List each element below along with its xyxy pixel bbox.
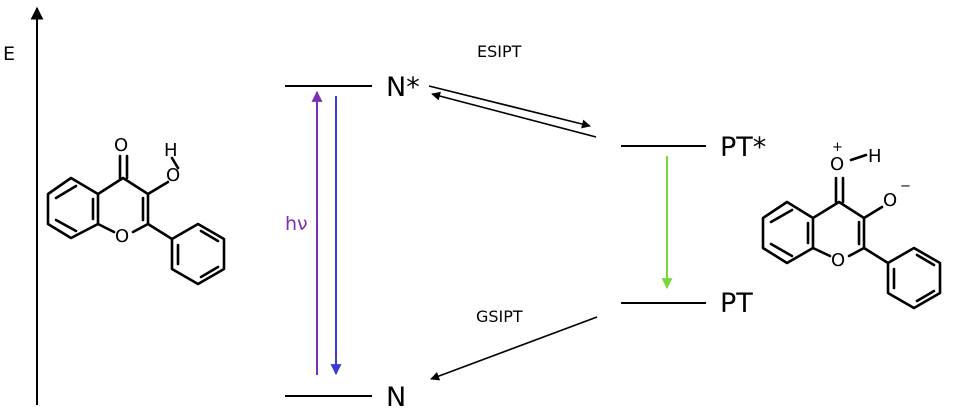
state-pt-label: PT bbox=[720, 288, 753, 319]
right-o-ring: O bbox=[831, 250, 845, 271]
state-n-star-label: N* bbox=[386, 72, 420, 103]
esipt-forward-arrow bbox=[428, 85, 591, 129]
left-h-hydroxyl: H bbox=[164, 140, 178, 161]
gsipt-arrow bbox=[430, 316, 598, 381]
gsipt-label: GSIPT bbox=[476, 307, 523, 326]
left-o-ring: O bbox=[115, 226, 129, 247]
esipt-label: ESIPT bbox=[477, 42, 522, 61]
excitation-label: hν bbox=[285, 213, 308, 235]
right-plus-charge: + bbox=[832, 140, 843, 155]
right-o-anion: O bbox=[883, 190, 897, 211]
molecule-normal-form bbox=[46, 154, 226, 286]
left-o-hydroxyl: O bbox=[166, 165, 180, 186]
left-o-carbonyl: O bbox=[114, 135, 128, 156]
right-o-carbonyl: O bbox=[830, 154, 844, 175]
energy-axis-label: E bbox=[3, 43, 15, 65]
state-pt-star-label: PT* bbox=[720, 132, 766, 163]
right-h: H bbox=[868, 146, 882, 167]
right-minus-charge: − bbox=[900, 179, 911, 194]
molecule-tautomer-form bbox=[761, 153, 942, 310]
state-n-label: N bbox=[386, 382, 406, 409]
esipt-reverse-arrow bbox=[431, 91, 597, 138]
